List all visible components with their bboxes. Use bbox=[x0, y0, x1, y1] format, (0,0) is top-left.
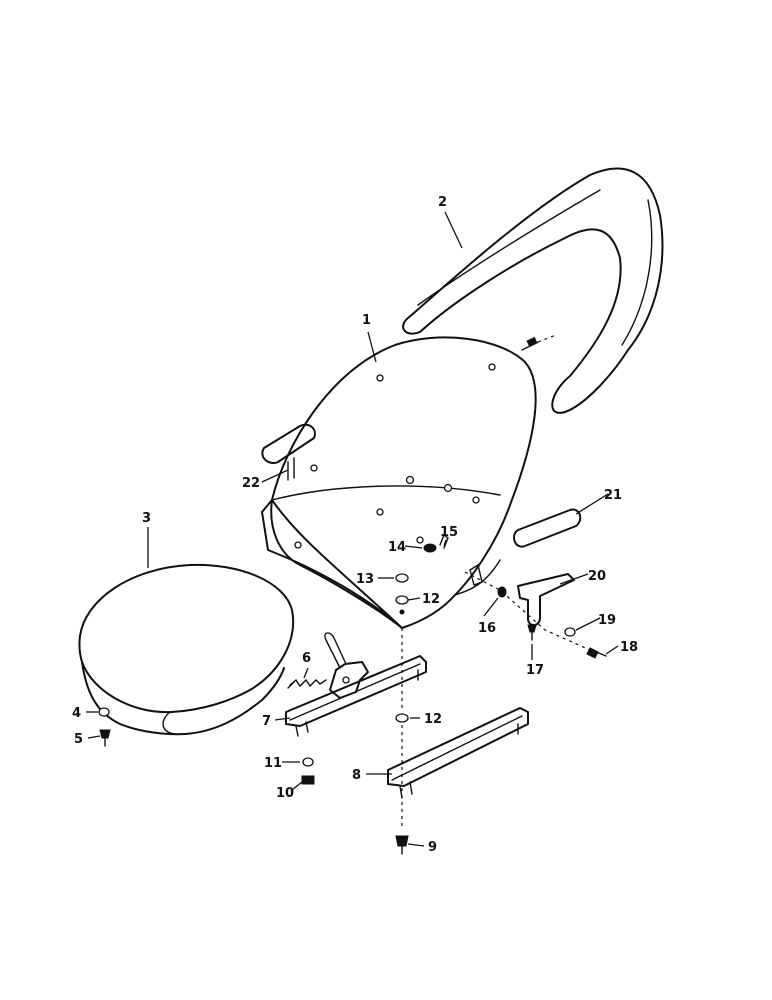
callout-17: 17 bbox=[526, 663, 544, 678]
callout-21: 21 bbox=[604, 488, 622, 503]
seat-shell bbox=[261, 336, 537, 629]
nut-washer bbox=[301, 757, 315, 785]
callout-labels: 1 2 3 4 5 6 7 8 9 10 11 12 12 13 14 15 1… bbox=[72, 195, 638, 855]
seat-cushion bbox=[78, 563, 295, 736]
callout-11: 11 bbox=[264, 756, 282, 771]
callout-4: 4 bbox=[72, 706, 81, 721]
callout-22: 22 bbox=[242, 476, 260, 491]
callout-18: 18 bbox=[620, 640, 638, 655]
bolt bbox=[395, 835, 409, 855]
backrest-cushion bbox=[402, 167, 664, 414]
callout-19: 19 bbox=[598, 613, 616, 628]
callout-2: 2 bbox=[438, 195, 447, 210]
callout-5: 5 bbox=[74, 732, 83, 747]
callout-7: 7 bbox=[262, 714, 271, 729]
callout-16: 16 bbox=[478, 621, 496, 636]
callout-12a: 12 bbox=[422, 592, 440, 607]
callout-6: 6 bbox=[302, 651, 311, 666]
bracket-assembly bbox=[464, 571, 607, 659]
slide-rail bbox=[387, 707, 529, 799]
left-armrest bbox=[261, 423, 316, 481]
shell-pin bbox=[521, 334, 557, 351]
callout-14: 14 bbox=[388, 540, 406, 555]
spring bbox=[287, 678, 327, 689]
slide-rail-lever bbox=[285, 632, 427, 737]
right-armrest bbox=[513, 508, 582, 548]
mounting-hardware-stack bbox=[395, 533, 449, 830]
callout-12b: 12 bbox=[424, 712, 442, 727]
callout-1: 1 bbox=[362, 313, 371, 328]
callout-8: 8 bbox=[352, 768, 361, 783]
cushion-hardware bbox=[98, 707, 111, 747]
callout-9: 9 bbox=[428, 840, 437, 855]
leader-lines bbox=[86, 211, 619, 847]
callout-10: 10 bbox=[276, 786, 294, 801]
callout-20: 20 bbox=[588, 569, 606, 584]
callout-3: 3 bbox=[142, 511, 151, 526]
callout-13: 13 bbox=[356, 572, 374, 587]
callout-15: 15 bbox=[440, 525, 458, 540]
